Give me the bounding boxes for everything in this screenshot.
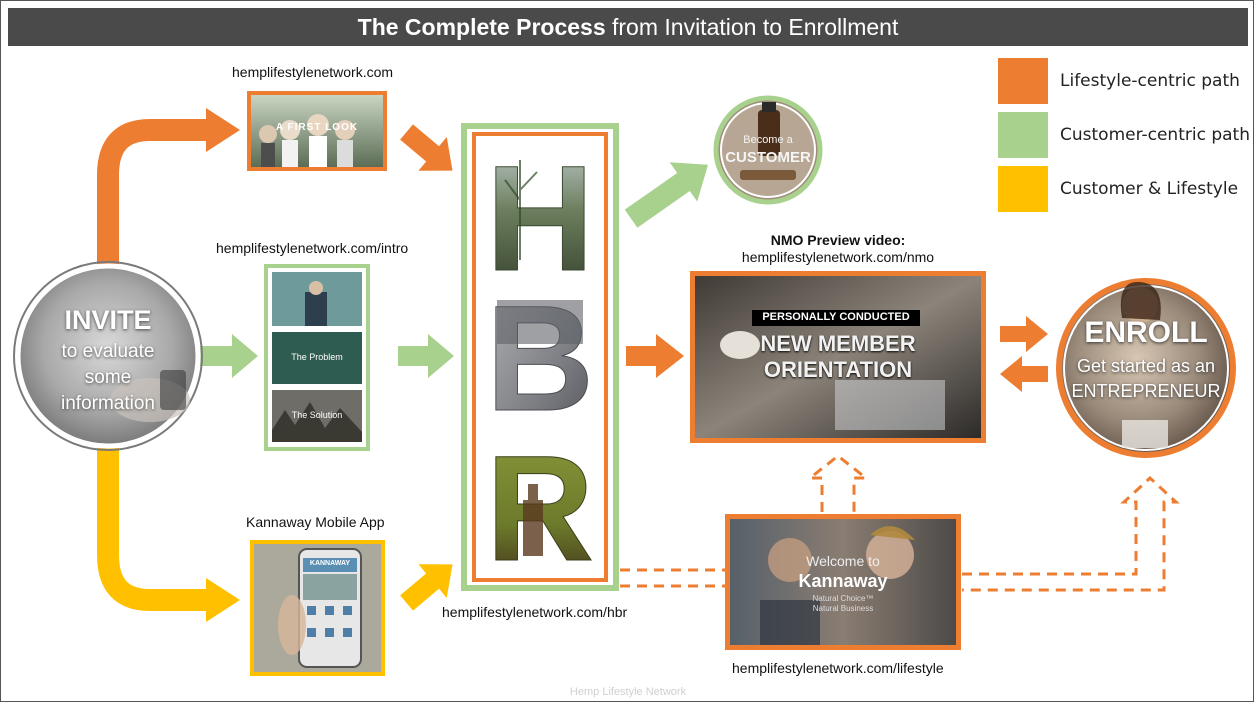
- dashed-arrow-icon: [620, 454, 1180, 592]
- arrow-icon: [206, 578, 240, 622]
- legend-swatch-both: [998, 166, 1048, 212]
- arrow-icon: [1000, 316, 1048, 352]
- hbr-url[interactable]: hemplifestylenetwork.com/hbr: [442, 604, 628, 620]
- intro-panel-problem: The Problem: [291, 352, 343, 362]
- title-rest: from Invitation to Enrollment: [605, 14, 899, 40]
- laptop-icon: [497, 300, 583, 344]
- arrow-icon: [398, 334, 454, 378]
- nmo-tag: PERSONALLY CONDUCTED: [762, 311, 910, 323]
- lifestyle-line3: Natural Choice™: [812, 594, 874, 603]
- arrow-icon: [97, 440, 212, 611]
- legend-swatch-lifestyle: [998, 58, 1048, 104]
- enroll-line1: Get started as an: [1076, 356, 1216, 376]
- arrow-icon: [200, 334, 258, 378]
- nmo-heading: NMO Preview video:: [770, 232, 906, 248]
- customer-line1: Become a: [743, 134, 793, 146]
- hbr-letter-h: H: [486, 134, 594, 302]
- app-label: Kannaway Mobile App: [246, 514, 385, 530]
- arrow-icon: [400, 564, 453, 611]
- invite-line1: to evaluate: [61, 341, 155, 362]
- nmo-url[interactable]: hemplifestylenetwork.com/nmo: [741, 249, 935, 265]
- invite-line2: some: [84, 367, 132, 388]
- first-look-url[interactable]: hemplifestylenetwork.com: [232, 64, 394, 80]
- intro-url[interactable]: hemplifestylenetwork.com/intro: [216, 240, 409, 256]
- lifestyle-url[interactable]: hemplifestylenetwork.com/lifestyle: [732, 660, 944, 676]
- lifestyle-line2: Kannaway: [798, 571, 888, 591]
- arrow-icon: [206, 108, 240, 152]
- legend-label-lifestyle: Lifestyle-centric path: [1060, 71, 1240, 91]
- arrow-icon: [97, 119, 212, 268]
- arrow-icon: [1000, 356, 1048, 392]
- enroll-line2: ENTREPRENEUR: [1071, 381, 1221, 401]
- legend-label-customer: Customer-centric path: [1060, 125, 1250, 145]
- nmo-line1: NEW MEMBER: [760, 331, 916, 356]
- enroll-circle: [1056, 278, 1236, 458]
- title-bold: The Complete Process: [357, 14, 606, 40]
- footer-watermark: Hemp Lifestyle Network: [569, 686, 687, 698]
- customer-line2: CUSTOMER: [725, 149, 811, 166]
- lifestyle-line4: Natural Business: [812, 604, 874, 613]
- arrow-icon: [400, 124, 453, 171]
- enroll-title: ENROLL: [1084, 316, 1208, 349]
- diagram-title: The Complete Process from Invitation to …: [8, 8, 1248, 46]
- bottle-icon: [523, 484, 543, 556]
- nmo-line2: ORIENTATION: [763, 357, 913, 382]
- lifestyle-line1: Welcome to: [806, 553, 880, 569]
- intro-panel-solution: The Solution: [291, 410, 343, 420]
- legend-label-both: Customer & Lifestyle: [1060, 179, 1239, 199]
- legend-swatch-customer: [998, 112, 1048, 158]
- arrow-icon: [626, 334, 684, 378]
- invite-line3: information: [61, 393, 155, 414]
- arrow-icon: [624, 162, 709, 228]
- first-look-caption: A FIRST LOOK: [275, 122, 359, 133]
- invite-title: INVITE: [64, 305, 152, 335]
- plant-icon: [504, 160, 538, 260]
- hbr-letter-b: B: [486, 274, 594, 442]
- app-brand: KANNAWAY: [309, 560, 351, 567]
